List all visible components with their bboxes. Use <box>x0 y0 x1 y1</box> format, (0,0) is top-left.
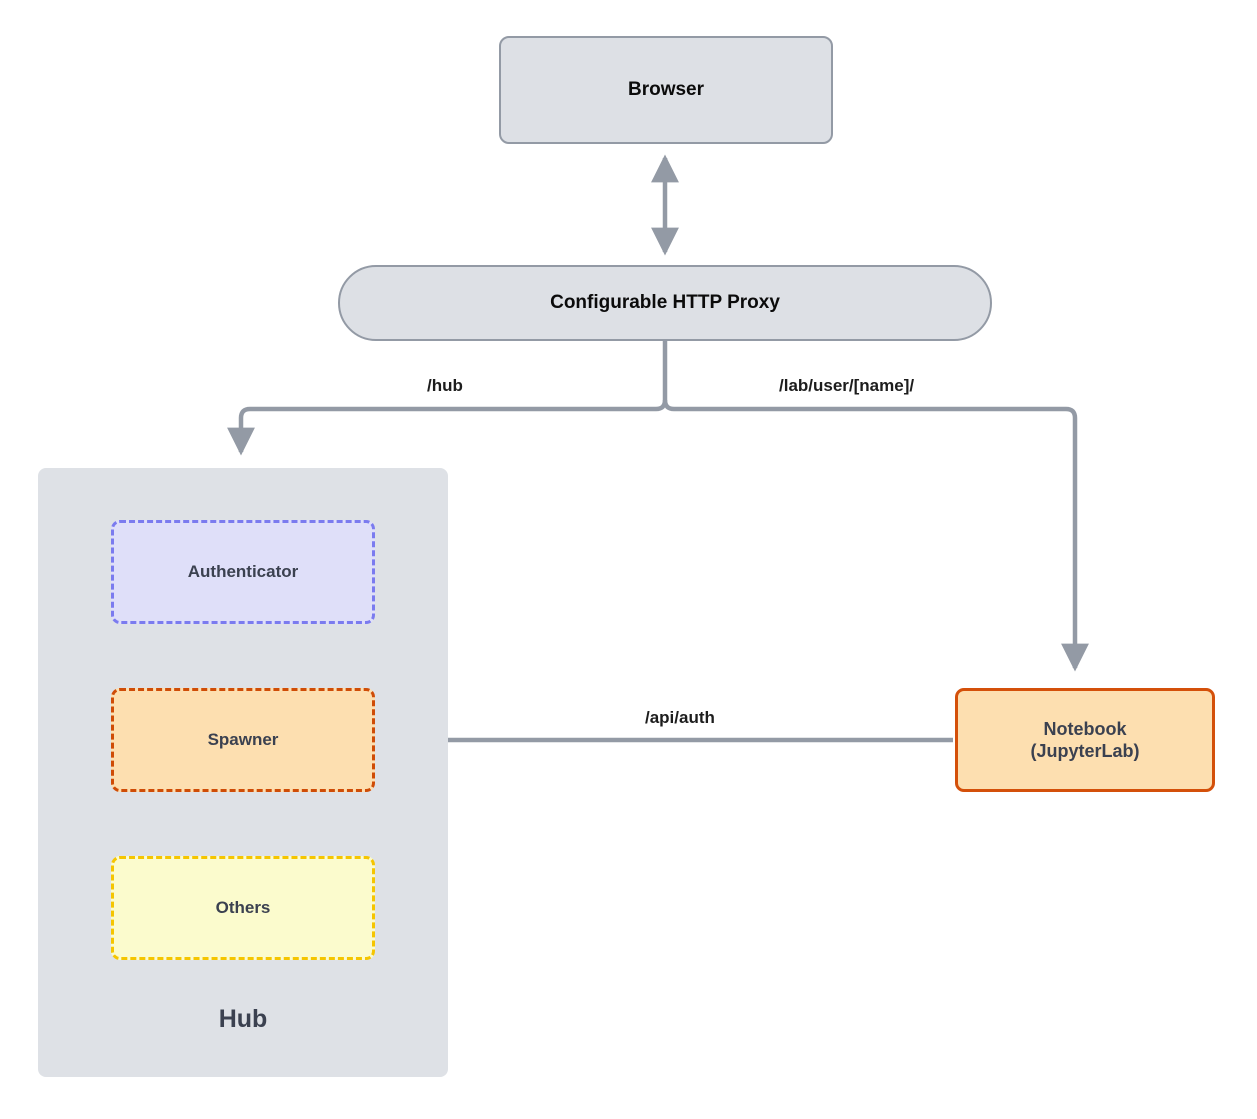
node-authenticator[interactable]: Authenticator <box>111 520 375 624</box>
edge-proxy-notebook <box>662 399 1089 672</box>
node-browser[interactable]: Browser <box>499 36 833 144</box>
node-configurable-http-proxy[interactable]: Configurable HTTP Proxy <box>338 265 992 341</box>
node-browser-label: Browser <box>627 79 705 101</box>
node-notebook-label-line2: (JupyterLab) <box>1030 741 1140 761</box>
node-spawner-label: Spawner <box>207 730 279 750</box>
node-others[interactable]: Others <box>111 856 375 960</box>
edge-label-api-auth: /api/auth <box>645 708 715 727</box>
node-hub-container[interactable]: Authenticator Spawner Others Hub <box>38 468 448 1077</box>
node-hub-label: Hub <box>218 1004 268 1033</box>
node-spawner[interactable]: Spawner <box>111 688 375 792</box>
edge-label-lab-user-name-path: /lab/user/[name]/ <box>779 376 915 395</box>
node-proxy-label: Configurable HTTP Proxy <box>550 292 780 314</box>
node-authenticator-label: Authenticator <box>187 562 299 582</box>
edge-label-hub-path: /hub <box>427 376 463 395</box>
node-notebook-label-line1: Notebook <box>1043 718 1127 739</box>
edge-proxy-hub <box>227 399 668 456</box>
node-others-label: Others <box>215 898 271 918</box>
node-notebook[interactable]: Notebook (JupyterLab) <box>955 688 1215 792</box>
